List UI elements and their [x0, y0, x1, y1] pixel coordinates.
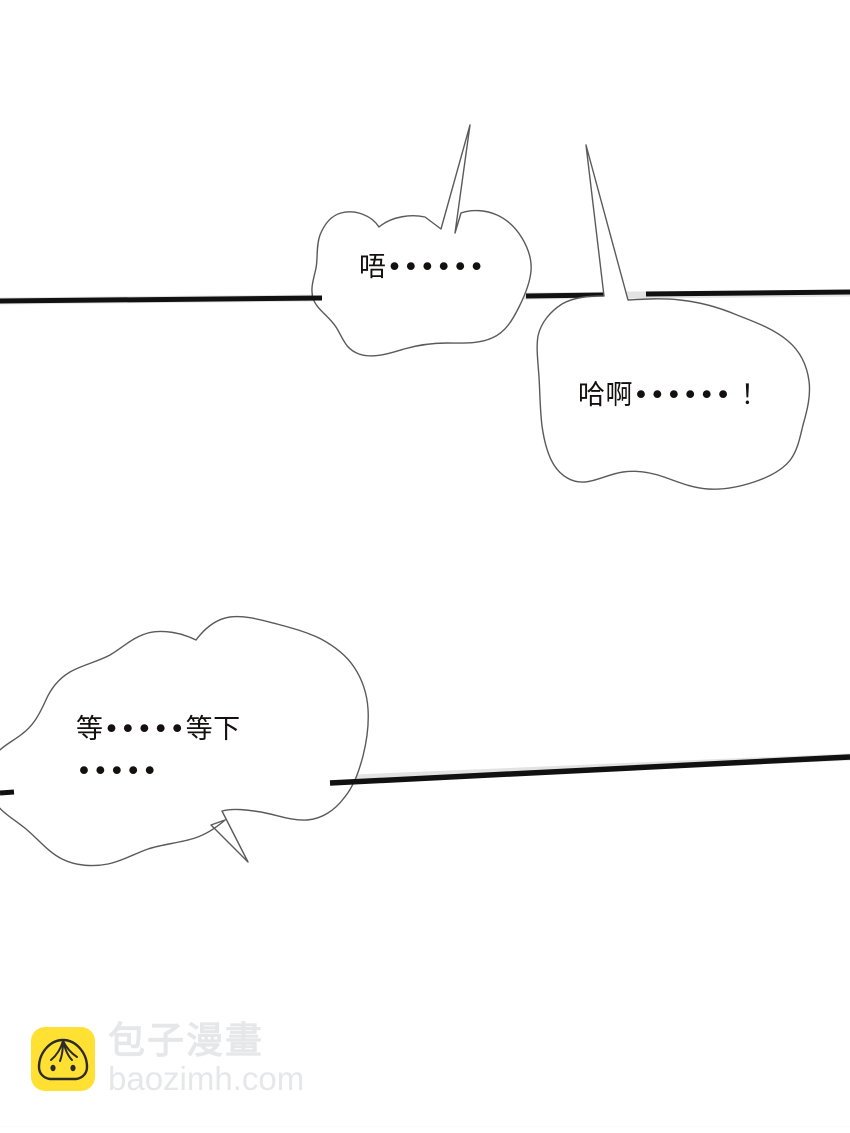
horizon-line-top-mid — [525, 292, 605, 299]
speech-bubble-haa-shape — [536, 144, 811, 490]
watermark-site-name: 包子漫畫 — [108, 1019, 264, 1062]
horizon-line-bottom-left-stub — [0, 789, 15, 796]
baozi-bun-icon — [31, 1026, 95, 1091]
speech-bubble-wait-line1: 等•••••等下 — [76, 714, 241, 745]
watermark-site-url: baozimh.com — [108, 1060, 305, 1097]
speech-bubble-wu-text: 唔•••••• — [359, 252, 486, 283]
horizon-line-top-left — [0, 295, 323, 304]
speech-bubble-wait-line2: ••••• — [76, 756, 159, 787]
speech-bubble-wait — [0, 615, 369, 867]
horizon-line-bottom-right — [329, 754, 850, 786]
speech-bubble-wait-text: 等•••••等下 ••••• — [76, 709, 241, 793]
watermark-text-block: 包子漫畫 baozimh.com — [108, 1022, 304, 1095]
speech-bubble-wu — [311, 124, 532, 357]
bottom-hairline — [0, 1126, 850, 1127]
speech-bubble-wait-shape — [0, 615, 369, 867]
speech-bubble-haa — [536, 144, 811, 490]
site-watermark: 包子漫畫 baozimh.com — [30, 1022, 304, 1095]
speech-bubble-haa-text: 哈啊•••••• ！ — [578, 380, 769, 411]
speech-bubble-wu-shape — [311, 124, 532, 357]
horizon-line-top-right — [645, 289, 850, 297]
